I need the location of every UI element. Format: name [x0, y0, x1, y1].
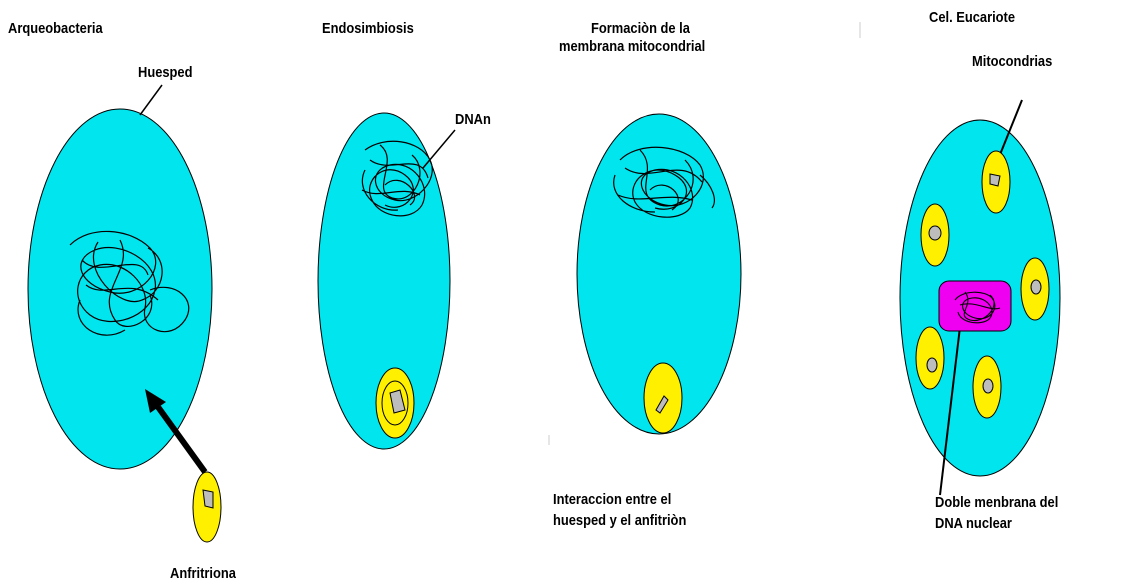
stage-title-eucariote: Cel. Eucariote: [929, 9, 1015, 27]
label-dnan: DNAn: [455, 111, 491, 129]
mitochondrion-2: [921, 204, 949, 266]
dnan-pointer-line: [423, 130, 455, 168]
label-anfitriona: Anfritriona: [170, 565, 236, 583]
stage-title-formacion-line2: membrana mitocondrial: [559, 38, 705, 56]
mitochondrion-5: [973, 356, 1001, 418]
label-doble-membrana-line1: Doble menbrana del: [935, 494, 1058, 512]
mitochondrion-1: [982, 151, 1010, 213]
label-interaccion-line2: huesped y el anfitriòn: [553, 512, 686, 530]
stage-title-formacion-line1: Formaciòn de la: [591, 20, 690, 38]
mitochondrion-4: [916, 327, 944, 389]
nucleus: [939, 281, 1011, 331]
mitochondrion-3: [1021, 258, 1049, 320]
stage-title-endosimbiosis: Endosimbiosis: [322, 20, 414, 38]
label-mitocondrias: Mitocondrias: [972, 53, 1052, 71]
stage-title-arqueobacteria: Arqueobacteria: [8, 20, 103, 38]
label-doble-membrana-line2: DNA nuclear: [935, 515, 1012, 533]
free-mitochondrion-core: [203, 490, 213, 508]
label-huesped: Huesped: [138, 64, 192, 82]
huesped-pointer-line: [140, 85, 162, 115]
label-interaccion-line1: Interaccion entre el: [553, 491, 671, 509]
